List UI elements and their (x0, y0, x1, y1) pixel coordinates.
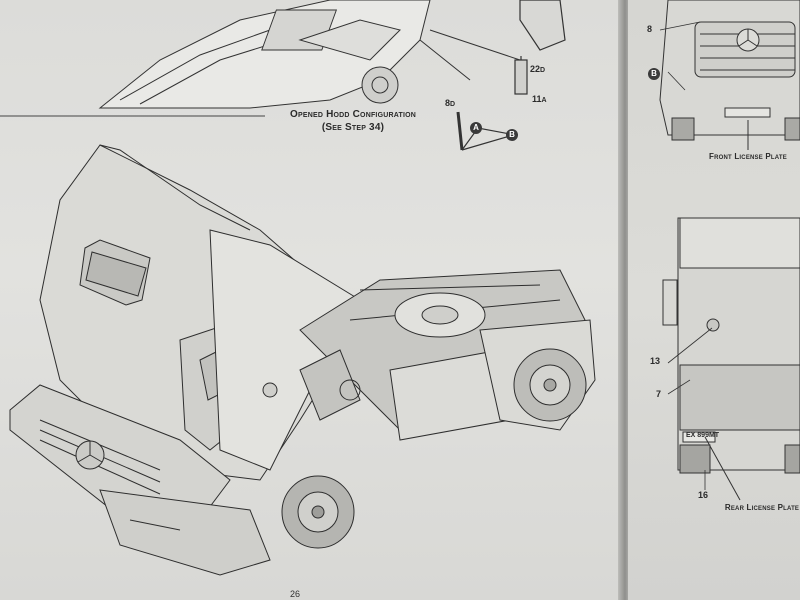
part-number-8d: 8D (445, 98, 455, 108)
callout-badge-b-front: B (648, 68, 660, 80)
front-license-plate-caption: Front License Plate (709, 152, 787, 161)
callout-badge-a: A (470, 122, 482, 134)
part-suffix-8d: D (450, 101, 456, 108)
truck-front-view-illustration (659, 0, 800, 150)
part-number-22: 22 (530, 64, 541, 74)
rear-license-plate-caption: Rear License Plate (724, 503, 800, 512)
part-number-16: 16 (698, 490, 709, 500)
part-number-8d-main: 8 (445, 98, 451, 108)
part-suffix-22: D (540, 67, 546, 74)
truck-rear-view-illustration (662, 217, 800, 501)
opened-hood-caption: Opened Hodd Configuration (See Step 34) (268, 108, 438, 134)
engine-bay-illustration (98, 0, 521, 109)
truck-open-hood-illustration (9, 144, 596, 576)
callout-leader-lines (659, 21, 713, 490)
part-number-7: 7 (656, 389, 662, 399)
part-number-11a: 11A (532, 94, 547, 104)
opened-hood-caption-line2: (See Step 34) (321, 122, 385, 133)
part-suffix-11: A (541, 97, 547, 104)
callout-badge-b: B (506, 129, 518, 141)
part-number-11: 11 (532, 94, 542, 104)
page-number: 26 (290, 589, 301, 599)
opened-hood-caption-line1: Opened Hodd Configuration (290, 109, 416, 120)
gas-strut-parts (456, 0, 566, 151)
part-number-8: 8 (647, 24, 653, 34)
part-number-13: 13 (650, 356, 661, 366)
part-number-22d: 22D (530, 64, 545, 74)
rear-plate-text: EX 899MT (686, 432, 720, 439)
